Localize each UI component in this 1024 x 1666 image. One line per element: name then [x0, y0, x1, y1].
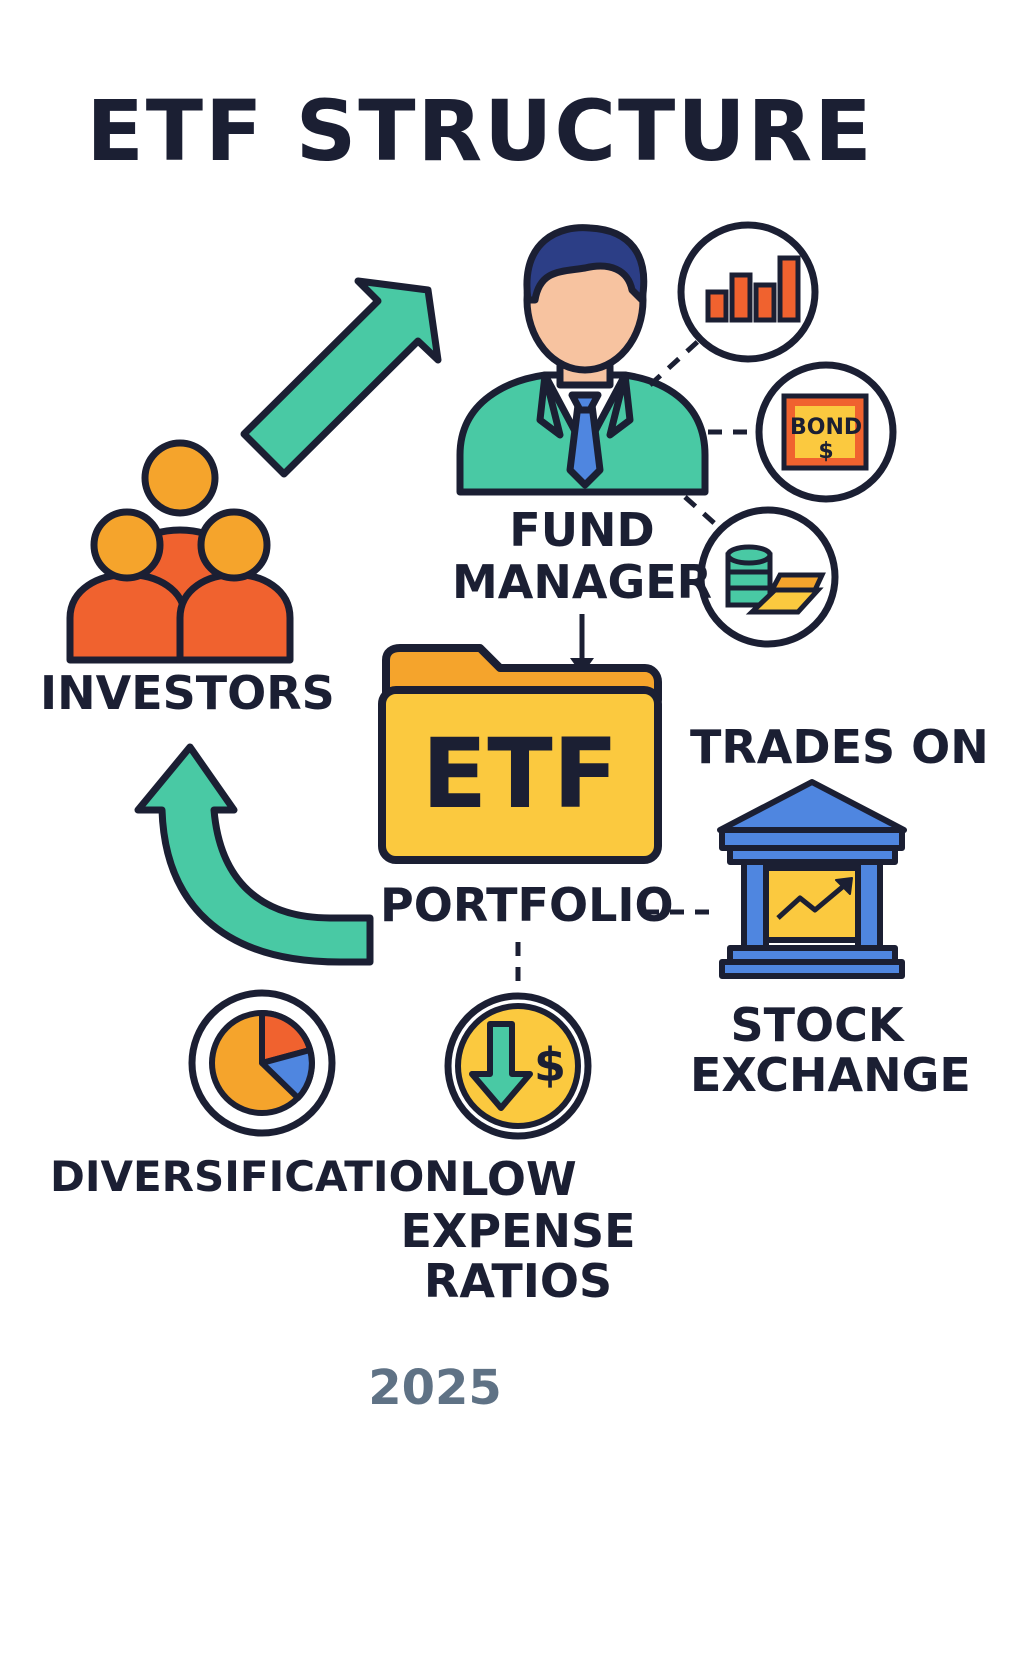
bar-chart-icon [677, 221, 819, 363]
stock-exchange-label-line2: EXCHANGE [690, 1048, 971, 1102]
bond-dollar-symbol: $ [818, 439, 834, 464]
etf-folder-label: ETF [421, 718, 619, 830]
low-expense-label-line1: LOW [459, 1152, 577, 1206]
curved-up-arrow-icon [134, 743, 374, 966]
low-expense-label-line3: RATIOS [423, 1254, 613, 1308]
up-right-arrow-icon [240, 277, 442, 478]
trades-on-label: TRADES ON [690, 720, 989, 774]
stock-exchange-label-line1: STOCK [730, 998, 904, 1052]
fund-manager-label-line2: MANAGER [452, 555, 713, 609]
low-expense-dollar-symbol: $ [533, 1038, 566, 1092]
investors-label: INVESTORS [40, 666, 335, 720]
low-expense-label-line2: EXPENSE [400, 1204, 636, 1258]
footer-year: 2025 [368, 1360, 502, 1416]
investors-group-icon [66, 439, 294, 664]
fund-manager-label-line1: FUND [509, 503, 655, 557]
coins-gold-icon [697, 506, 839, 648]
etf-folder-icon [378, 644, 662, 864]
pie-chart-icon [188, 989, 336, 1137]
page-title: ETF STRUCTURE [86, 82, 874, 180]
dashed-connectors [515, 333, 762, 985]
portfolio-label: PORTFOLIO [380, 878, 674, 932]
fund-manager-icon [456, 224, 709, 496]
bond-icon [755, 361, 897, 503]
diversification-label: DIVERSIFICATION [50, 1152, 460, 1201]
stock-exchange-building-icon [717, 779, 907, 979]
bond-label: BOND [790, 415, 863, 440]
low-cost-dollar-icon [444, 992, 592, 1140]
